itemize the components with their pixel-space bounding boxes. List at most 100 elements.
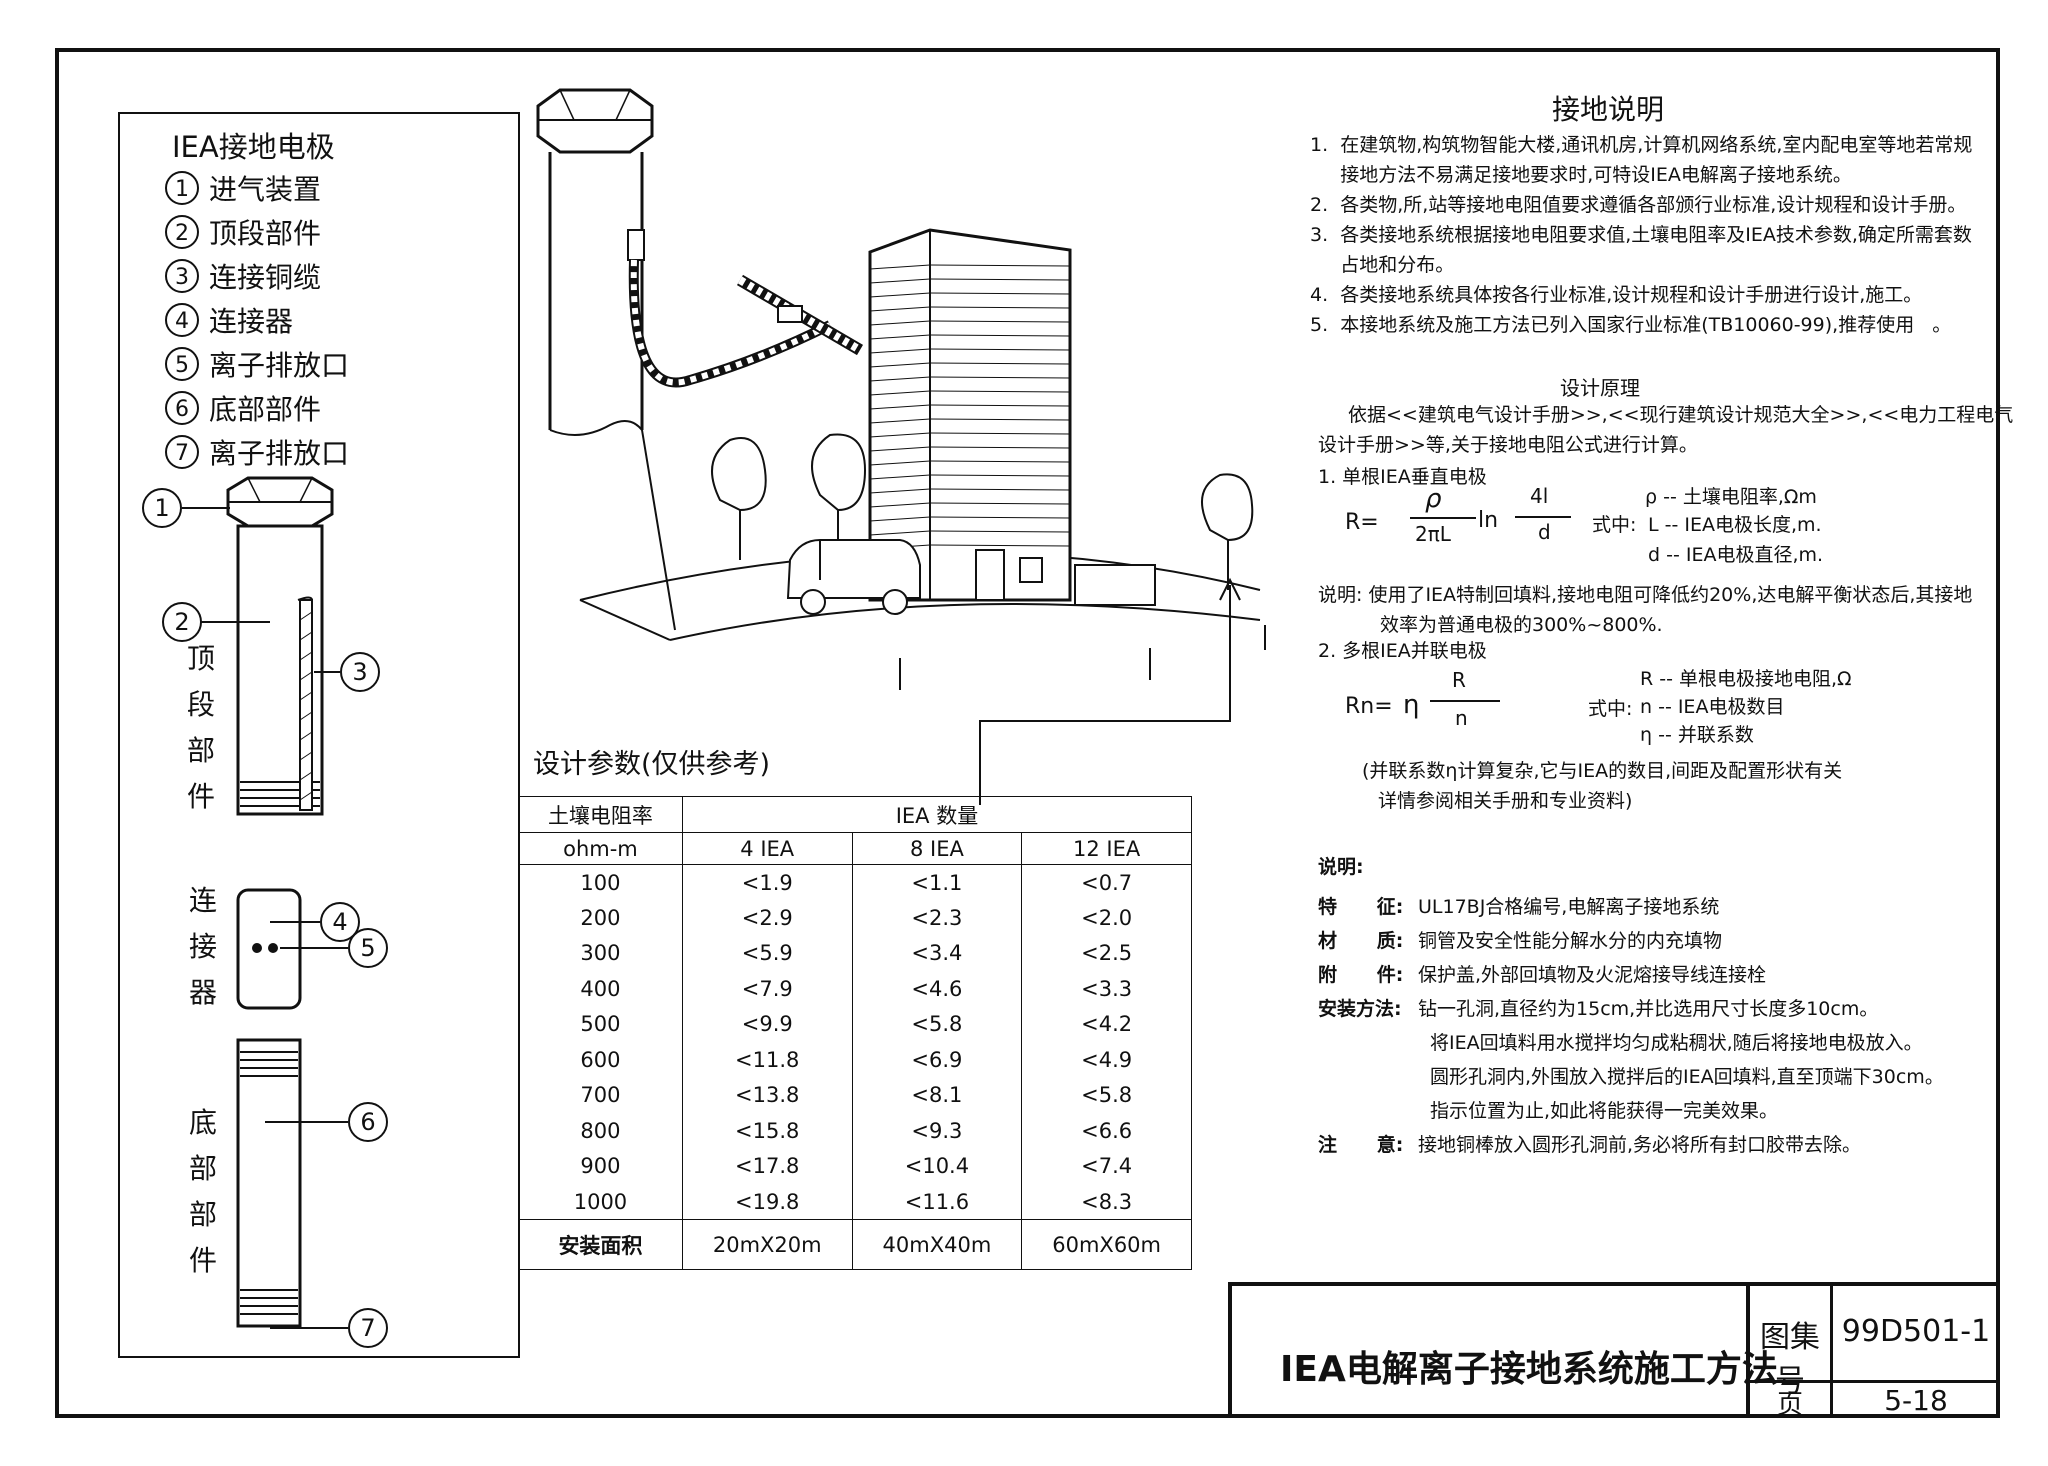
callout-2: 2 [162, 602, 202, 642]
value-cell: <2.0 [1021, 900, 1192, 936]
f2-lhs: Rn= [1345, 694, 1393, 719]
f1-num2: 4l [1530, 484, 1549, 508]
table-row: 800<15.8<9.3<6.6 [518, 1113, 1192, 1149]
params-title: 设计参数(仅供参考) [533, 749, 771, 780]
table-row: 700<13.8<8.1<5.8 [518, 1077, 1192, 1113]
callout-6: 6 [348, 1102, 388, 1142]
spec-row: 注 意:接地铜棒放入圆形孔洞前,务必将所有封口胶带去除。 [1318, 1128, 1998, 1162]
legend-label: 连接器 [209, 305, 294, 338]
f1-fraction-bar [1410, 517, 1476, 519]
value-cell: <9.9 [681, 1006, 853, 1042]
spec-row: 圆形孔洞内,外围放入搅拌后的IEA回填料,直至顶端下30cm。 [1318, 1060, 1998, 1094]
callout-7: 7 [348, 1308, 388, 1348]
value-cell: <6.6 [1021, 1113, 1192, 1149]
f2-var-3: η -- 并联系数 [1640, 724, 1754, 746]
multi-heading: 2. 多根IEA并联电极 [1318, 640, 1487, 662]
f2-note-2: 详情参阅相关手册和专业资料) [1378, 790, 1633, 812]
f2-note-1: (并联系数η计算复杂,它与IEA的数目,间距及配置形状有关 [1362, 760, 1843, 782]
spec-label: 安装方法: [1318, 998, 1402, 1020]
page-number: 5-18 [1884, 1384, 1948, 1417]
spec-text: 钻一孔洞,直径约为15cm,并比选用尺寸长度多10cm。 [1418, 998, 1879, 1020]
resistivity-cell: 400 [518, 971, 683, 1007]
title-block [1228, 1282, 2000, 1418]
f2-eta: η [1403, 690, 1420, 720]
spec-label: 附 件: [1318, 964, 1404, 986]
area-8: 40mX40m [851, 1219, 1023, 1270]
table-row: 400<7.9<4.6<3.3 [518, 971, 1192, 1007]
f1-den: 2πL [1415, 522, 1451, 546]
table-row: 200<2.9<2.3<2.0 [518, 900, 1192, 936]
value-cell: <2.5 [1021, 935, 1192, 971]
value-cell: <10.4 [851, 1148, 1023, 1184]
single-heading: 1. 单根IEA垂直电极 [1318, 466, 1487, 488]
atlas-label: 图集号 [1760, 1320, 1820, 1399]
resistivity-cell: 600 [518, 1042, 683, 1078]
note-line: 4. 各类接地系统具体按各行业标准,设计规程和设计手册进行设计,施工。 [1310, 284, 1923, 306]
f1-lhs: R= [1345, 510, 1379, 535]
value-cell: <0.7 [1021, 864, 1192, 900]
value-cell: <6.9 [851, 1042, 1023, 1078]
legend-number: 6 [165, 391, 199, 425]
drawing-frame [55, 48, 2000, 1418]
spec-label [1318, 1060, 1418, 1094]
spec-row: 特 征:UL17BJ合格编号,电解离子接地系统 [1318, 890, 1998, 924]
value-cell: <2.3 [851, 900, 1023, 936]
electrode-drawing [182, 476, 348, 1329]
value-cell: <11.6 [851, 1184, 1023, 1220]
vertical-char: 部 [188, 1198, 217, 1231]
spec-text: 铜管及安全性能分解水分的内充填物 [1418, 930, 1723, 952]
value-cell: <1.9 [681, 864, 853, 900]
value-cell: <2.9 [681, 900, 853, 936]
header-col-4: 4 IEA [681, 832, 853, 865]
design-title: 设计原理 [1560, 376, 1640, 400]
value-cell: <3.3 [1021, 971, 1192, 1007]
f2-var-2: n -- IEA电极数目 [1640, 696, 1785, 718]
spec-row: 安装方法: 钻一孔洞,直径约为15cm,并比选用尺寸长度多10cm。 [1318, 992, 1998, 1026]
legend-label: 离子排放口 [209, 437, 350, 470]
spec-label [1318, 1094, 1418, 1128]
value-cell: <3.4 [851, 935, 1023, 971]
header-unit: ohm-m [518, 832, 683, 865]
f1-var-1: ρ -- 土壤电阻率,Ωm [1645, 486, 1817, 508]
atlas-number: 99D501-1 [1841, 1314, 1991, 1349]
legend-label: 离子排放口 [209, 349, 350, 382]
design-intro-2: 设计手册>>等,关于接地电阻公式进行计算。 [1318, 434, 1698, 456]
building-illustration [536, 88, 1266, 720]
callout-1: 1 [142, 488, 182, 528]
header-resistivity: 土壤电阻率 [518, 796, 683, 833]
header-col-12: 12 IEA [1021, 832, 1192, 865]
vertical-char: 段 [186, 688, 215, 721]
spec-label: 特 征: [1318, 896, 1404, 918]
value-cell: <4.6 [851, 971, 1023, 1007]
note-line: 1. 在建筑物,构筑物智能大楼,通讯机房,计算机网络系统,室内配电室等地若常规 [1310, 134, 1973, 156]
legend-panel [118, 112, 520, 1358]
bottom-section [236, 1038, 302, 1328]
resistivity-cell: 300 [518, 935, 683, 971]
legend-number: 3 [165, 259, 199, 293]
area-12: 60mX60m [1021, 1219, 1192, 1270]
top-section-label: 顶段部件 [184, 636, 218, 820]
note-line: 5. 本接地系统及施工方法已列入国家行业标准(TB10060-99),推荐使用 … [1310, 314, 1952, 336]
notes-title: 接地说明 [1552, 93, 1665, 126]
spec-title: 说明: [1318, 856, 1364, 878]
spec-text: 圆形孔洞内,外围放入搅拌后的IEA回填料,直至顶端下30cm。 [1430, 1066, 1944, 1088]
value-cell: <8.3 [1021, 1184, 1192, 1220]
design-note-1: 说明: 使用了IEA特制回填料,接地电阻可降低约20%,达电解平衡状态后,其接地 [1318, 584, 1973, 606]
connector-label: 连接器 [186, 878, 220, 1016]
vertical-char: 底 [188, 1106, 217, 1139]
spec-text: 接地铜棒放入圆形孔洞前,务必将所有封口胶带去除。 [1418, 1134, 1862, 1156]
f2-den: n [1455, 706, 1468, 730]
design-intro-1: 依据<<建筑电气设计手册>>,<<现行建筑设计规范大全>>,<<电力工程电气 [1348, 404, 2014, 426]
callout-5: 5 [348, 928, 388, 968]
note-line: 2. 各类物,所,站等接地电阻值要求遵循各部颁行业标准,设计规程和设计手册。 [1310, 194, 1967, 216]
leader-to-table [979, 720, 1231, 805]
design-note-2: 效率为普通电极的300%~800%. [1380, 614, 1663, 636]
value-cell: <13.8 [681, 1077, 853, 1113]
f1-num: ρ [1425, 484, 1442, 514]
params-table: 土壤电阻率 IEA 数量 ohm-m 4 IEA 8 IEA 12 IEA 10… [518, 796, 1193, 1270]
value-cell: <15.8 [681, 1113, 853, 1149]
